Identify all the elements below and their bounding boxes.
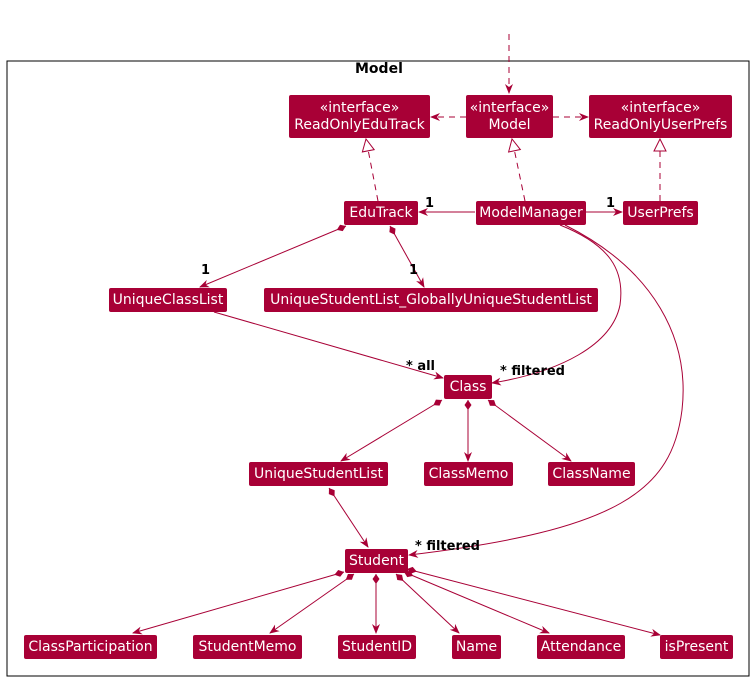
class-classmemo[interactable]: ClassMemo [424, 462, 513, 486]
package-frame [6, 60, 750, 677]
class-readonlyedutrack[interactable]: «interface» ReadOnlyEduTrack [289, 95, 430, 138]
class-student[interactable]: Student [345, 549, 408, 573]
class-uniqueclasslist[interactable]: UniqueClassList [109, 288, 227, 312]
class-uniquestudentlist[interactable]: UniqueStudentList [249, 462, 388, 486]
stereotype-label: «interface» [319, 99, 400, 116]
class-to-uniquestudentlist [340, 399, 443, 462]
multiplicity-label: * filtered [500, 364, 565, 379]
uniqueclasslist-to-class [213, 311, 444, 380]
class-class[interactable]: Class [444, 375, 492, 399]
package-title: Model [355, 61, 403, 77]
class-edutrack[interactable]: EduTrack [344, 201, 418, 225]
class-studentid[interactable]: StudentID [338, 635, 416, 659]
class-modelmanager[interactable]: ModelManager [476, 201, 586, 225]
class-classname[interactable]: ClassName [548, 462, 635, 486]
multiplicity-label: 1 [409, 263, 419, 278]
class-userprefs[interactable]: UserPrefs [623, 201, 698, 225]
class-ispresent[interactable]: isPresent [660, 635, 733, 659]
class-name[interactable]: Name [452, 635, 501, 659]
multiplicity-label: 1 [425, 196, 435, 211]
edutrack-to-globalstudentlist [389, 225, 425, 288]
edutrack-to-uniqueclasslist [199, 224, 347, 288]
multiplicity-label: 1 [606, 196, 616, 211]
class-model[interactable]: «interface» Model [466, 95, 553, 138]
class-readonlyuserprefs[interactable]: «interface» ReadOnlyUserPrefs [589, 95, 732, 138]
class-name-label: ReadOnlyUserPrefs [593, 116, 728, 133]
multiplicity-label: 1 [201, 263, 211, 278]
class-name-label: Model [488, 116, 531, 133]
class-globallyuniquestudentlist[interactable]: UniqueStudentList_GloballyUniqueStudentL… [264, 288, 598, 312]
stereotype-label: «interface» [620, 99, 701, 116]
student-to-studentmemo [269, 573, 355, 634]
class-attendance[interactable]: Attendance [537, 635, 625, 659]
multiplicity-label: * filtered [415, 539, 480, 554]
class-to-classname [487, 399, 572, 462]
modelmanager-to-student [408, 224, 684, 558]
class-classparticipation[interactable]: ClassParticipation [24, 635, 157, 659]
stereotype-label: «interface» [469, 99, 550, 116]
uniquestudentlist-to-student [328, 487, 369, 548]
multiplicity-label: * all [406, 359, 436, 374]
class-studentmemo[interactable]: StudentMemo [193, 635, 302, 659]
modelmanager-to-class [491, 224, 622, 386]
class-name-label: ReadOnlyEduTrack [294, 116, 425, 133]
student-to-ispresent [406, 566, 661, 637]
